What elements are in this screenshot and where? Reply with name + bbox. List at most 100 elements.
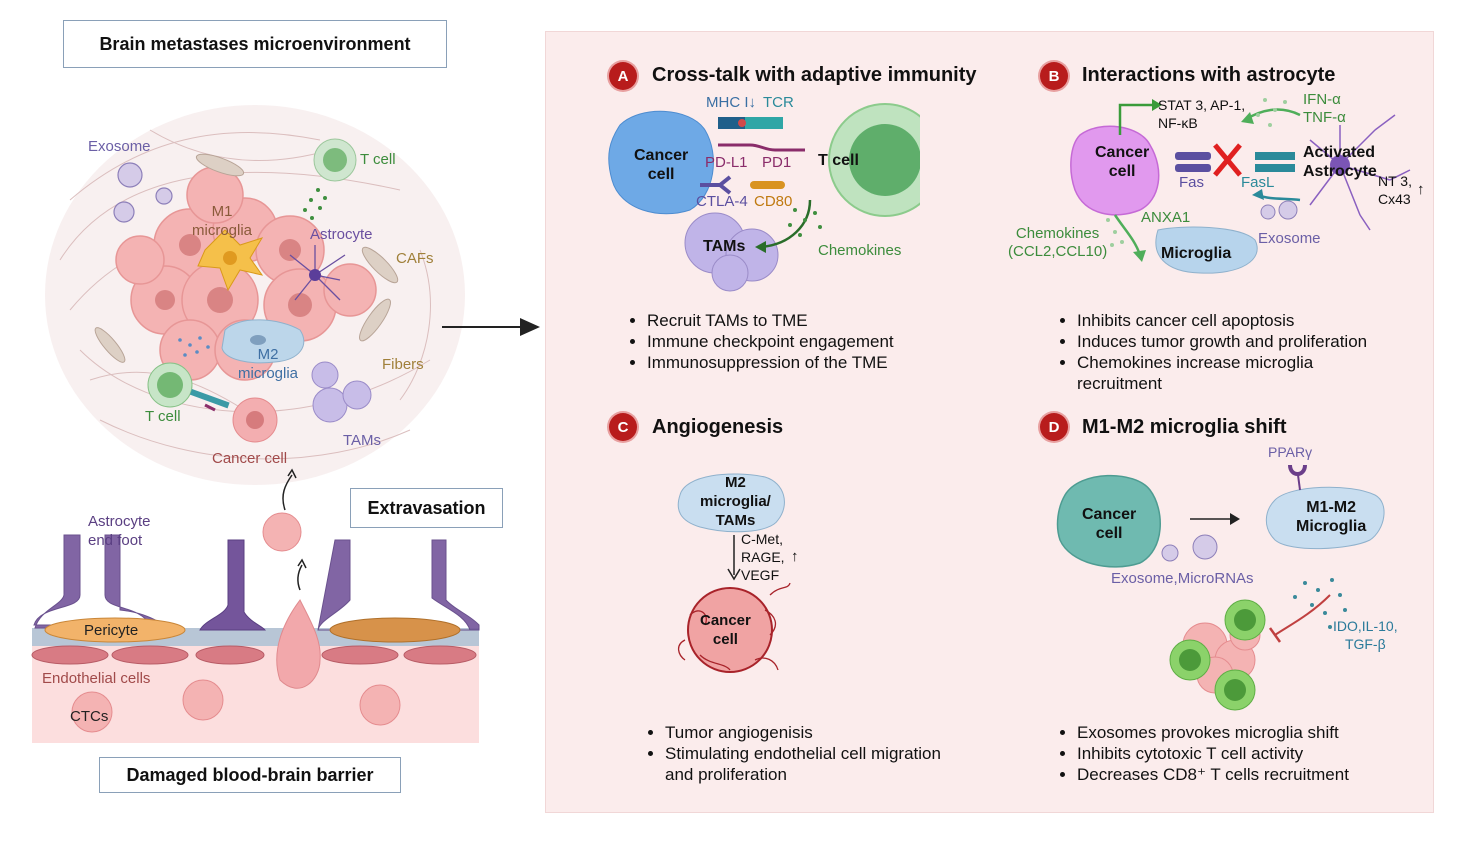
b-fasl-2 <box>1255 164 1295 172</box>
badge-d: D <box>1040 413 1068 441</box>
pericyte-left <box>44 617 186 643</box>
label-exosome: Exosome <box>88 138 151 155</box>
d-label-ido: IDO,IL-10, TGF-β <box>1333 618 1398 652</box>
panel-b-illustration <box>1070 98 1411 274</box>
b-block-cross <box>1213 143 1242 177</box>
panel-d-bullets: Exosomes provokes microglia shift Inhibi… <box>1055 722 1349 785</box>
d-bullet-2: Inhibits cytotoxic T cell activity <box>1077 743 1349 764</box>
label-tcell-top: T cell <box>360 151 396 168</box>
m2-nucleus <box>250 335 266 345</box>
b-microglia-shape <box>1155 226 1258 274</box>
a-label-tcr: TCR <box>763 94 794 111</box>
d-label-cancer: Cancer cell <box>1082 506 1137 542</box>
caf-shapes <box>94 153 399 363</box>
left-title: Brain metastases microenvironment <box>99 33 411 54</box>
b-label-ifn: IFN-α TNF-α <box>1303 91 1346 126</box>
label-fibers: Fibers <box>382 356 424 373</box>
c-vessels <box>677 582 791 671</box>
panel-d-illustration <box>1056 464 1385 711</box>
b-ifn-dots <box>1256 98 1287 127</box>
d-inhibit-line <box>1274 594 1331 636</box>
pd1-receptor <box>204 403 216 412</box>
bbb-title: Damaged blood-brain barrier <box>126 764 374 785</box>
a-chemokine-arrowhead <box>755 241 766 253</box>
panel-d-title: M1-M2 microglia shift <box>1082 416 1287 438</box>
b-ifn-arrowhead <box>1241 112 1254 124</box>
c-cancer-shape <box>687 587 773 673</box>
label-m2-microglia: M2 microglia <box>238 346 299 382</box>
b-label-fas: Fas <box>1179 174 1205 191</box>
d-arrowhead <box>1230 513 1240 525</box>
extravasation-box: Extravasation <box>350 488 503 528</box>
a-tcr-bar <box>745 117 783 129</box>
c-bullet-1: Tumor angiogenisis <box>665 722 945 743</box>
d-tcell-nuclei <box>1179 609 1256 701</box>
panel-c-illustration <box>677 473 791 673</box>
b-label-chemokines: Chemokines (CCL2,CCL10) <box>1008 225 1108 260</box>
b-exosome-shapes <box>1260 200 1298 220</box>
left-title-box: Brain metastases microenvironment <box>63 20 447 68</box>
d-microglia-shape <box>1265 486 1385 550</box>
b-fasl-1 <box>1255 152 1295 160</box>
label-pericyte: Pericyte <box>84 622 139 639</box>
label-cancer-cell: Cancer cell <box>212 450 288 467</box>
b-cancer-cell-shape <box>1070 125 1160 216</box>
a-antigen <box>738 119 746 127</box>
bbb-title-box: Damaged blood-brain barrier <box>99 757 401 793</box>
a-label-cancer: Cancer cell <box>634 147 689 183</box>
arrowhead-to-panels <box>520 318 540 336</box>
label-cafs: CAFs <box>396 250 434 267</box>
panel-b-bullets: Inhibits cancer cell apoptosis Induces t… <box>1055 310 1447 394</box>
label-m1-microglia: M1 microglia <box>192 203 253 239</box>
astrocyte-shape <box>289 245 346 301</box>
pericyte-right <box>329 617 461 643</box>
microenvironment-illustration <box>31 105 540 743</box>
a-label-tcell: T cell <box>818 152 859 169</box>
astrocyte-body <box>309 269 321 281</box>
c-label-factors: C-Met, RAGE, VEGF <box>741 531 785 583</box>
label-endothelial: Endothelial cells <box>42 670 151 687</box>
panel-c-bullets: Tumor angiogenisis Stimulating endotheli… <box>643 722 945 785</box>
b-label-microglia: Microglia <box>1161 245 1232 262</box>
label-astrocyte-endfoot: Astrocyte end foot <box>88 513 151 549</box>
panel-b-title: Interactions with astrocyte <box>1082 64 1336 86</box>
label-extravasation: Extravasation <box>367 497 486 518</box>
b-bullet-1: Inhibits cancer cell apoptosis <box>1077 310 1447 331</box>
b-ifn-arrow <box>1244 108 1301 122</box>
b-fas-1 <box>1175 152 1211 160</box>
d-ppar-stem <box>1297 474 1301 491</box>
b-astrocyte-processes <box>1309 114 1411 231</box>
b-label-cancer: Cancer cell <box>1095 144 1150 180</box>
extravasating-cell <box>262 512 302 552</box>
label-astrocyte: Astrocyte <box>310 226 373 243</box>
a-pd-axis <box>718 143 805 152</box>
b-fas-2 <box>1175 164 1211 172</box>
arrowhead-up-2 <box>297 558 307 569</box>
m1-nucleus <box>223 251 237 265</box>
endothelial-shapes <box>31 645 477 665</box>
arrow-up-1 <box>282 474 293 511</box>
exosome-shapes <box>113 162 173 223</box>
a-label-ctla4: CTLA-4 <box>696 193 748 210</box>
label-tcell-bottom: T cell <box>145 408 181 425</box>
b-bullet-3: Chemokines increase microglia recruitmen… <box>1077 352 1377 394</box>
a-tcell-inner <box>849 124 920 196</box>
c-factors-up-arrow: ↑ <box>791 548 799 565</box>
transmigrating-cell <box>276 599 321 689</box>
astrocyte-end-feet <box>33 534 480 631</box>
a-cd80 <box>750 181 785 189</box>
b-chemokine-arrowhead <box>1133 250 1146 262</box>
b-astrocyte-body <box>1330 155 1350 175</box>
blue-dots <box>178 336 210 357</box>
b-signal-arrowhead <box>1152 99 1162 111</box>
panel-c-title: Angiogenesis <box>652 416 784 438</box>
a-cancer-cell-shape <box>608 110 714 215</box>
label-tams: TAMs <box>343 432 382 449</box>
panel-a-illustration <box>608 103 920 292</box>
a-chemokine-arrow <box>759 199 812 249</box>
tams-shapes <box>311 361 372 423</box>
d-cytokine-dots <box>1293 578 1347 629</box>
b-label-fasl: FasL <box>1241 174 1275 191</box>
c-bullet-2: Stimulating endothelial cell migration a… <box>665 743 945 785</box>
badge-a: A <box>609 62 637 90</box>
